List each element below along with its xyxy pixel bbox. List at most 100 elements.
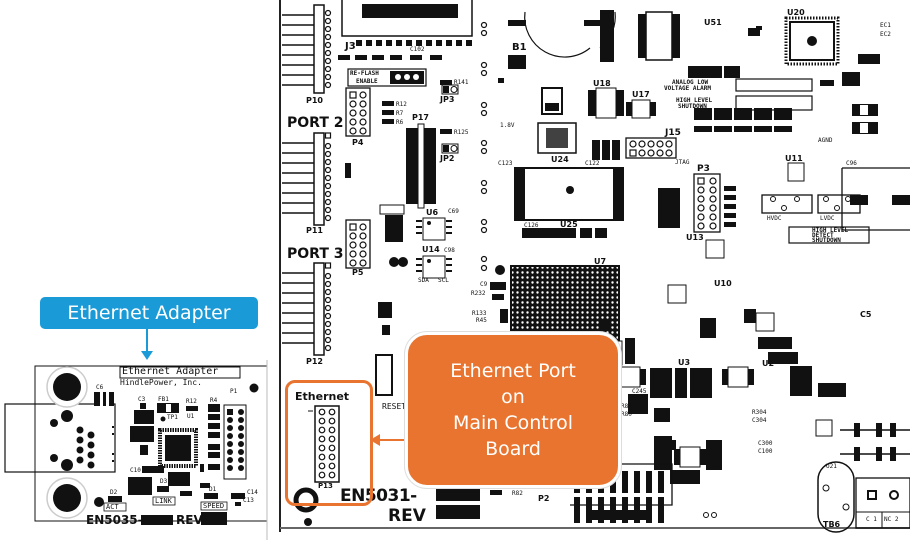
main-part-number: EN5031-	[340, 486, 417, 506]
label-c5: C5	[860, 310, 872, 319]
adapter-designator-p1: P1	[230, 388, 238, 395]
callout-port-line-1: Ethernet Port	[450, 360, 576, 382]
label-sda: SDA	[418, 277, 429, 284]
label-u18: U18	[593, 79, 611, 88]
label-u25: U25	[560, 220, 578, 229]
connector-p12	[282, 262, 332, 356]
connector-p17	[406, 123, 436, 209]
adapter-designator-c14: C14	[247, 489, 258, 496]
adapter-designator-c13: C13	[243, 497, 254, 504]
label-p4: P4	[352, 138, 364, 147]
callout-ethernet-adapter: Ethernet Adapter	[40, 297, 258, 329]
adapter-part-number: EN5035-	[86, 513, 143, 527]
ic-u25	[514, 167, 624, 221]
adapter-designator-r12: R12	[186, 398, 197, 405]
main-control-board	[279, 0, 910, 533]
ic-u18	[588, 87, 624, 119]
rev-plate	[436, 505, 480, 519]
adapter-designator-r4: R4	[210, 397, 218, 404]
designator-c102: C102	[410, 46, 425, 53]
reflash-box	[347, 68, 427, 87]
label-j15: J15	[665, 128, 681, 138]
label-u51: U51	[704, 18, 722, 27]
diode-d1	[815, 419, 833, 437]
label-u11: U11	[785, 154, 803, 163]
designator-r141: R141	[454, 79, 469, 86]
label-reflash-2: ENABLE	[356, 78, 378, 85]
label-u7: U7	[594, 257, 607, 266]
label-tb6: TB6	[823, 520, 841, 529]
connector-p10	[282, 4, 332, 94]
part-number-plate	[436, 487, 480, 501]
adapter-designator-c10: C10	[130, 467, 141, 474]
designator-r232: R232	[471, 290, 486, 297]
label-b1: B1	[512, 42, 527, 53]
ic-u20-tssop	[638, 11, 680, 61]
designator-c304: C300	[758, 440, 773, 447]
label-p3: P3	[697, 164, 710, 174]
adapter-designator-d3: D3	[160, 478, 168, 485]
label-high-detect-3: SHUTDOWN	[812, 237, 841, 244]
terminal-block-tb6	[855, 477, 910, 529]
designator-c69: C69	[448, 208, 459, 215]
pot-hvdc	[761, 194, 813, 214]
label-tb6-pin1: C 1	[866, 516, 877, 523]
adapter-led-act: ACT	[106, 503, 119, 511]
callout-port-line-3: Main Control	[452, 412, 574, 434]
label-port-2: PORT 2	[287, 115, 344, 131]
ic-u14	[416, 255, 452, 279]
ic-u5	[674, 446, 706, 468]
connector-p4	[345, 87, 371, 137]
label-u10: U10	[714, 279, 732, 288]
label-u6: U6	[426, 208, 439, 217]
adapter-led-speed: SPEED	[203, 502, 225, 510]
adapter-rev-plate	[201, 512, 227, 525]
label-p10: P10	[306, 96, 323, 105]
high-detect-box	[788, 226, 870, 244]
analog-alarm-box	[735, 78, 813, 92]
label-u20: U20	[787, 8, 805, 17]
designator-r45: R45	[476, 317, 487, 324]
ethernet-adapter-board	[4, 360, 268, 540]
label-port-3: PORT 3	[287, 246, 344, 262]
designator-c98: C98	[444, 247, 455, 254]
ic-u11	[787, 162, 805, 182]
callout-port-line-4: Board	[485, 438, 541, 460]
ic-u13	[705, 239, 725, 259]
label-lvdc: LVDC	[820, 215, 835, 222]
fuse-f1	[852, 104, 878, 116]
adapter-designator-c3: C3	[138, 396, 146, 403]
connector-p1	[223, 404, 247, 480]
led-d2	[108, 496, 122, 502]
adapter-designator-c6: C6	[96, 384, 104, 391]
adapter-designator-d2: D2	[110, 489, 118, 496]
designator-r139: EC2	[880, 31, 891, 38]
arrow-down-icon	[141, 329, 153, 360]
adapter-designator-fb1: FB1	[158, 396, 169, 403]
designator-c246: C245	[632, 388, 647, 395]
adapter-part-plate	[141, 515, 173, 525]
designator-c123: C123	[498, 160, 513, 167]
label-p11: P11	[306, 226, 323, 235]
label-high-detect-2: DETECT	[812, 232, 834, 239]
adapter-designator-tp1: TP1	[167, 414, 178, 421]
ic-u1	[158, 428, 198, 468]
adapter-led-link: LINK	[155, 497, 172, 505]
adapter-designator-u1: U1	[187, 413, 195, 420]
designator-r83: R82	[621, 403, 632, 410]
connector-p3	[693, 173, 721, 233]
ic-qfp	[784, 16, 840, 66]
label-tb6-pin2: NC 2	[884, 516, 899, 523]
mounting-hole	[293, 487, 319, 513]
label-u14: U14	[422, 245, 440, 254]
designator-r82: R80	[621, 411, 632, 418]
capacitor-c96	[841, 167, 910, 231]
label-u21: U21	[826, 463, 837, 470]
connector-p11	[282, 132, 332, 226]
label-p13: P13	[318, 482, 333, 490]
adapter-designator-d1: D1	[209, 486, 217, 493]
label-high-detect-1: HIGH LEVEL	[812, 227, 849, 234]
label-u17: U17	[632, 90, 650, 99]
label-scl: SCL	[438, 277, 449, 284]
designator-c126: C126	[524, 222, 539, 229]
